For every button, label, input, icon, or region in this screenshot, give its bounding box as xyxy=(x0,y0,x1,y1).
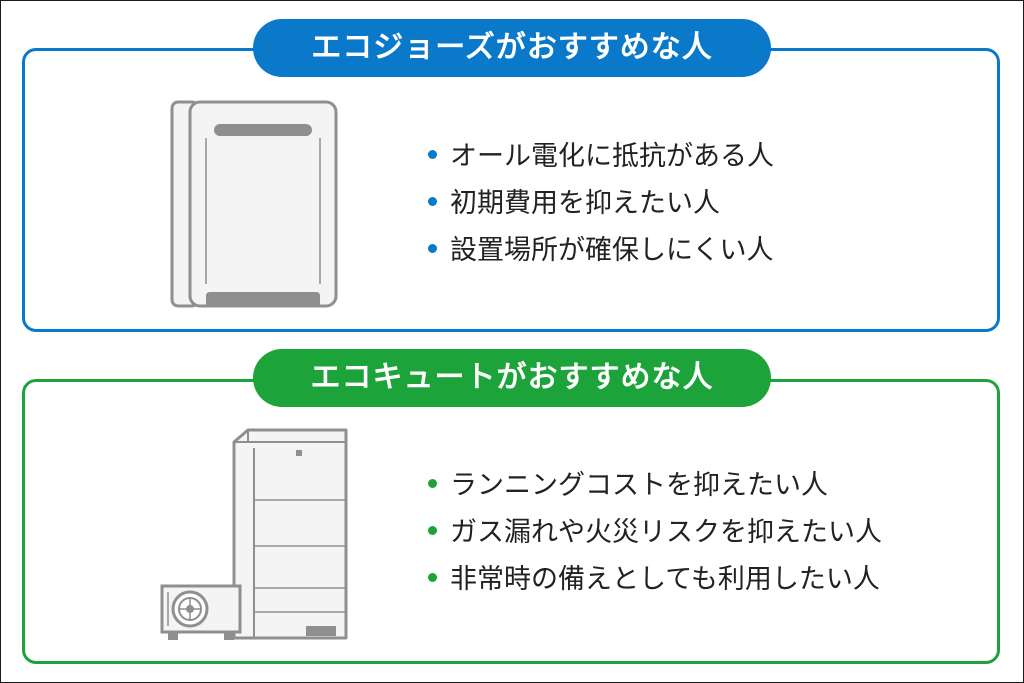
ecojoz-title: エコジョーズがおすすめな人 xyxy=(253,19,771,77)
list-item-text: ランニングコストを抑えたい人 xyxy=(450,470,828,501)
gas-water-heater-illustration xyxy=(170,100,338,308)
ecojoz-list: オール電化に抵抗がある人 初期費用を抑えたい人 設置場所が確保しにくい人 xyxy=(428,133,774,274)
list-item: 初期費用を抑えたい人 xyxy=(428,180,774,227)
list-item-text: 初期費用を抑えたい人 xyxy=(450,188,720,219)
list-item: オール電化に抵抗がある人 xyxy=(428,133,774,180)
bullet-icon xyxy=(428,479,437,488)
ecocute-title: エコキュートがおすすめな人 xyxy=(253,349,771,407)
bullet-icon xyxy=(428,197,437,206)
bullet-icon xyxy=(428,526,437,535)
heat-pump-water-heater-illustration xyxy=(160,428,348,640)
list-item-text: 設置場所が確保しにくい人 xyxy=(450,235,774,266)
bullet-icon xyxy=(428,573,437,582)
list-item: 非常時の備えとしても利用したい人 xyxy=(428,556,882,603)
list-item-text: オール電化に抵抗がある人 xyxy=(450,141,774,172)
list-item: ガス漏れや火災リスクを抑えたい人 xyxy=(428,509,882,556)
bullet-icon xyxy=(428,244,437,253)
bullet-icon xyxy=(428,150,437,159)
list-item-text: 非常時の備えとしても利用したい人 xyxy=(450,564,880,595)
ecocute-list: ランニングコストを抑えたい人 ガス漏れや火災リスクを抑えたい人 非常時の備えとし… xyxy=(428,462,882,603)
list-item: ランニングコストを抑えたい人 xyxy=(428,462,882,509)
list-item: 設置場所が確保しにくい人 xyxy=(428,227,774,274)
list-item-text: ガス漏れや火災リスクを抑えたい人 xyxy=(450,517,882,548)
